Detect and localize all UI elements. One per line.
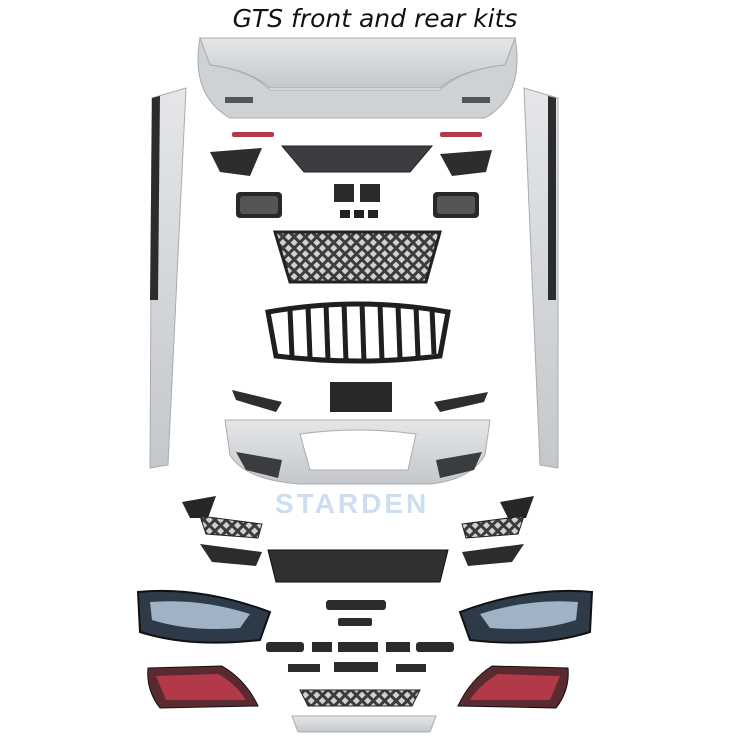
diffuser-trim-right [440,150,492,176]
rear-diffuser [280,145,434,173]
small-brackets [334,184,380,218]
reflector-left [232,132,274,137]
fog-frames-right [461,496,534,566]
front-trim-right [434,392,488,412]
lower-bracket [267,549,449,583]
reflector-right [440,132,482,137]
mesh-grille [272,230,442,284]
front-lip [291,715,437,733]
plate-bracket [330,382,392,412]
front-grille [265,301,451,364]
lower-mesh-strip [299,689,421,707]
watermark-logo: STARDEN [275,488,430,519]
taillight-left [147,665,259,709]
side-skirt-right [523,87,559,469]
front-bumper [224,419,491,485]
headlight-left [136,589,272,644]
diffuser-trim-left [210,148,262,176]
fog-frames-left [182,496,263,566]
headlight-right [458,589,594,644]
side-skirt-left [149,87,187,469]
exhaust-tip-right [433,192,479,218]
taillight-right [457,665,569,709]
front-trim-left [232,390,282,412]
small-trim-parts [266,600,454,672]
page-title: GTS front and rear kits [232,4,518,33]
exhaust-tip-left [236,192,282,218]
rear-bumper [197,36,518,119]
